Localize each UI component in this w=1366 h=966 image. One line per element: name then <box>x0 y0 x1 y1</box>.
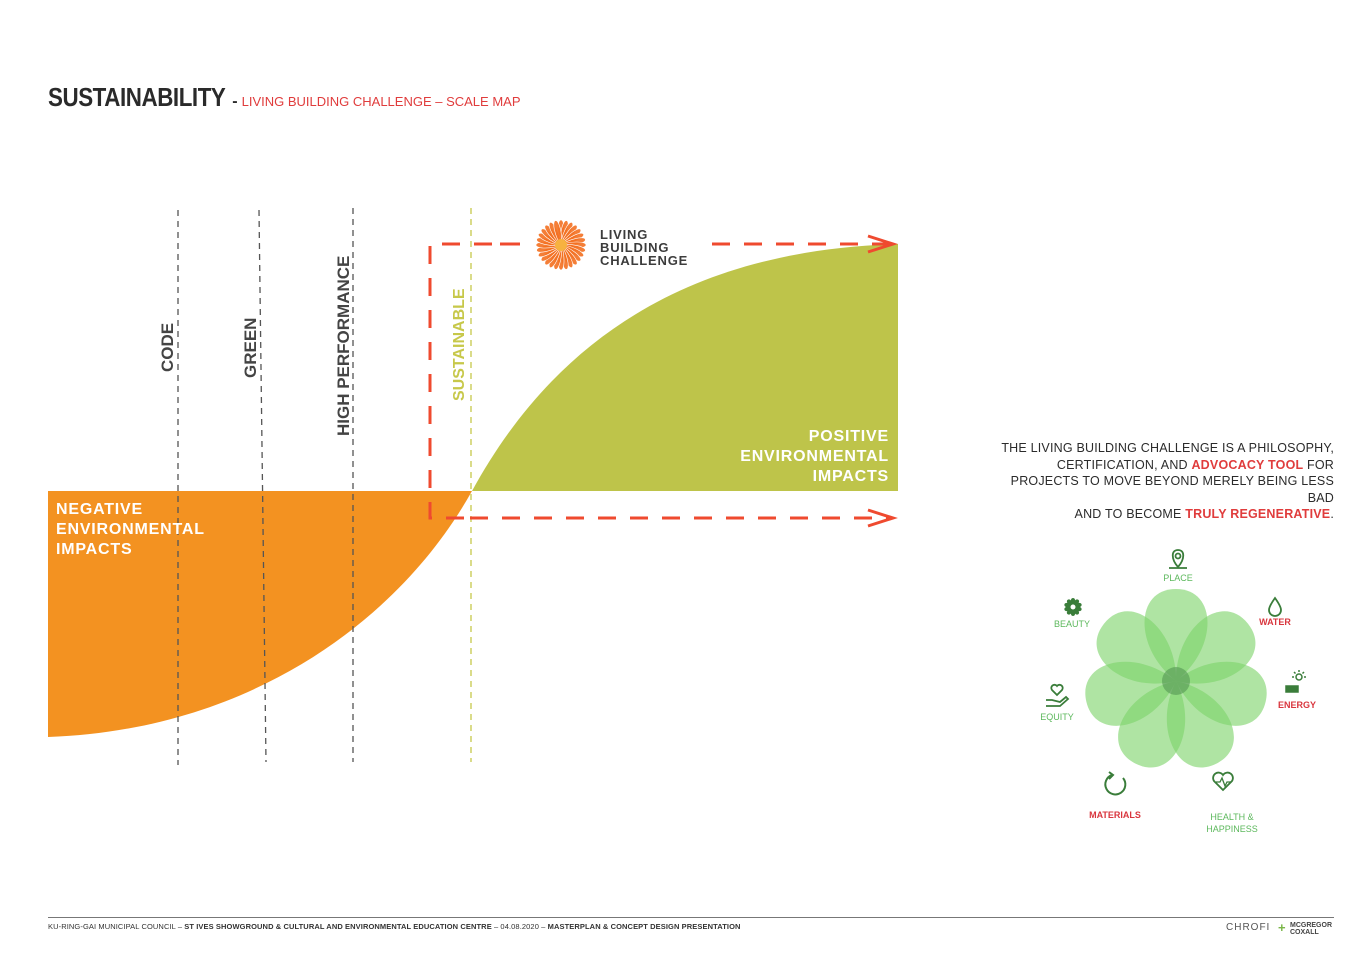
info-line-1: THE LIVING BUILDING CHALLENGE IS A PHILO… <box>1001 441 1334 455</box>
advocacy-highlight: ADVOCACY TOOL <box>1191 457 1304 472</box>
footer-council: KU-RING-GAI MUNICIPAL COUNCIL – <box>48 922 185 931</box>
positive-label-3: IMPACTS <box>813 468 889 485</box>
info-line-2: CERTIFICATION, AND ADVOCACY TOOL FOR <box>1000 457 1334 474</box>
page-title: SUSTAINABILITY-LIVING BUILDING CHALLENGE… <box>48 82 521 113</box>
health-icon <box>1212 771 1234 792</box>
footer-project: ST IVES SHOWGROUND & CULTURAL AND ENVIRO… <box>184 922 492 931</box>
petal-label-materials: MATERIALS <box>1089 810 1141 820</box>
info-line-4-text: AND TO BECOME <box>1074 507 1186 521</box>
info-line-4-end: . <box>1330 507 1334 521</box>
level-label-high-performance: HIGH PERFORMANCE <box>334 256 353 436</box>
lbc-logo-line-2: BUILDING <box>600 240 669 255</box>
materials-icon <box>1104 771 1127 796</box>
info-text: THE LIVING BUILDING CHALLENGE IS A PHILO… <box>1000 440 1334 523</box>
mcgregor-coxall-logo: MCGREGOR COXALL <box>1290 922 1332 936</box>
plus-logo-icon: + <box>1278 920 1286 935</box>
title-separator: - <box>232 93 238 110</box>
lbc-logo-line-1: LIVING <box>600 227 648 242</box>
petal-label-health: HEALTH & HAPPINESS <box>1206 811 1258 835</box>
petal-flower-icon <box>1085 589 1267 768</box>
info-line-2-text: CERTIFICATION, AND <box>1056 457 1192 472</box>
info-line-3: PROJECTS TO MOVE BEYOND MERELY BEING LES… <box>1010 474 1334 505</box>
beauty-icon <box>1064 598 1082 616</box>
green-line <box>258 209 267 763</box>
place-icon <box>1169 549 1187 569</box>
petal-shape <box>553 220 562 246</box>
petal-label-energy: ENERGY <box>1277 700 1317 710</box>
positive-label-2: ENVIRONMENTAL <box>740 448 889 465</box>
info-line-2-end: FOR <box>1303 457 1334 472</box>
petal-label-beauty: BEAUTY <box>1053 619 1091 629</box>
title-subtitle: LIVING BUILDING CHALLENGE – SCALE MAP <box>241 94 521 109</box>
info-line-4: AND TO BECOME TRULY REGENERATIVE. <box>1000 506 1334 523</box>
footer-divider <box>48 917 1334 918</box>
lbc-logo-line-3: CHALLENGE <box>600 253 688 268</box>
negative-impact-area <box>48 491 472 737</box>
petal-label-place: PLACE <box>1163 573 1193 583</box>
equity-icon <box>1046 683 1070 707</box>
coxall-text: COXALL <box>1290 929 1319 936</box>
level-label-code: CODE <box>158 323 177 372</box>
level-label-sustainable: SUSTAINABLE <box>451 288 468 401</box>
footer-text: KU-RING-GAI MUNICIPAL COUNCIL – ST IVES … <box>48 922 741 931</box>
chrofi-logo: CHROFI <box>1226 922 1271 933</box>
positive-label-1: POSITIVE <box>809 428 889 445</box>
challenge-bracket <box>428 242 492 520</box>
regenerative-highlight: TRULY REGENERATIVE <box>1185 507 1331 521</box>
petal-label-health-1: HEALTH & <box>1210 812 1254 822</box>
footer-date: – 04.08.2020 – <box>491 922 548 931</box>
positive-impact-area <box>472 244 898 491</box>
water-icon <box>1268 596 1282 617</box>
title-main: SUSTAINABILITY <box>48 82 226 112</box>
petal-label-water: WATER <box>1259 617 1291 627</box>
footer-presentation: MASTERPLAN & CONCEPT DESIGN PRESENTATION <box>547 922 741 931</box>
lbc-flower-icon <box>535 219 587 271</box>
negative-label-3: IMPACTS <box>56 541 132 558</box>
petal-label-health-2: HAPPINESS <box>1206 824 1258 834</box>
top-arrow-head <box>867 234 898 254</box>
petal-label-equity: EQUITY <box>1040 712 1074 722</box>
negative-label-2: ENVIRONMENTAL <box>56 521 205 538</box>
petal-shape <box>1096 611 1177 684</box>
petal-shape <box>1166 681 1234 768</box>
level-label-green: GREEN <box>241 318 260 378</box>
mcgregor-text: MCGREGOR <box>1290 922 1332 929</box>
negative-label-1: NEGATIVE <box>56 501 143 518</box>
bottom-arrow-head <box>867 508 898 528</box>
energy-icon <box>1285 670 1306 693</box>
